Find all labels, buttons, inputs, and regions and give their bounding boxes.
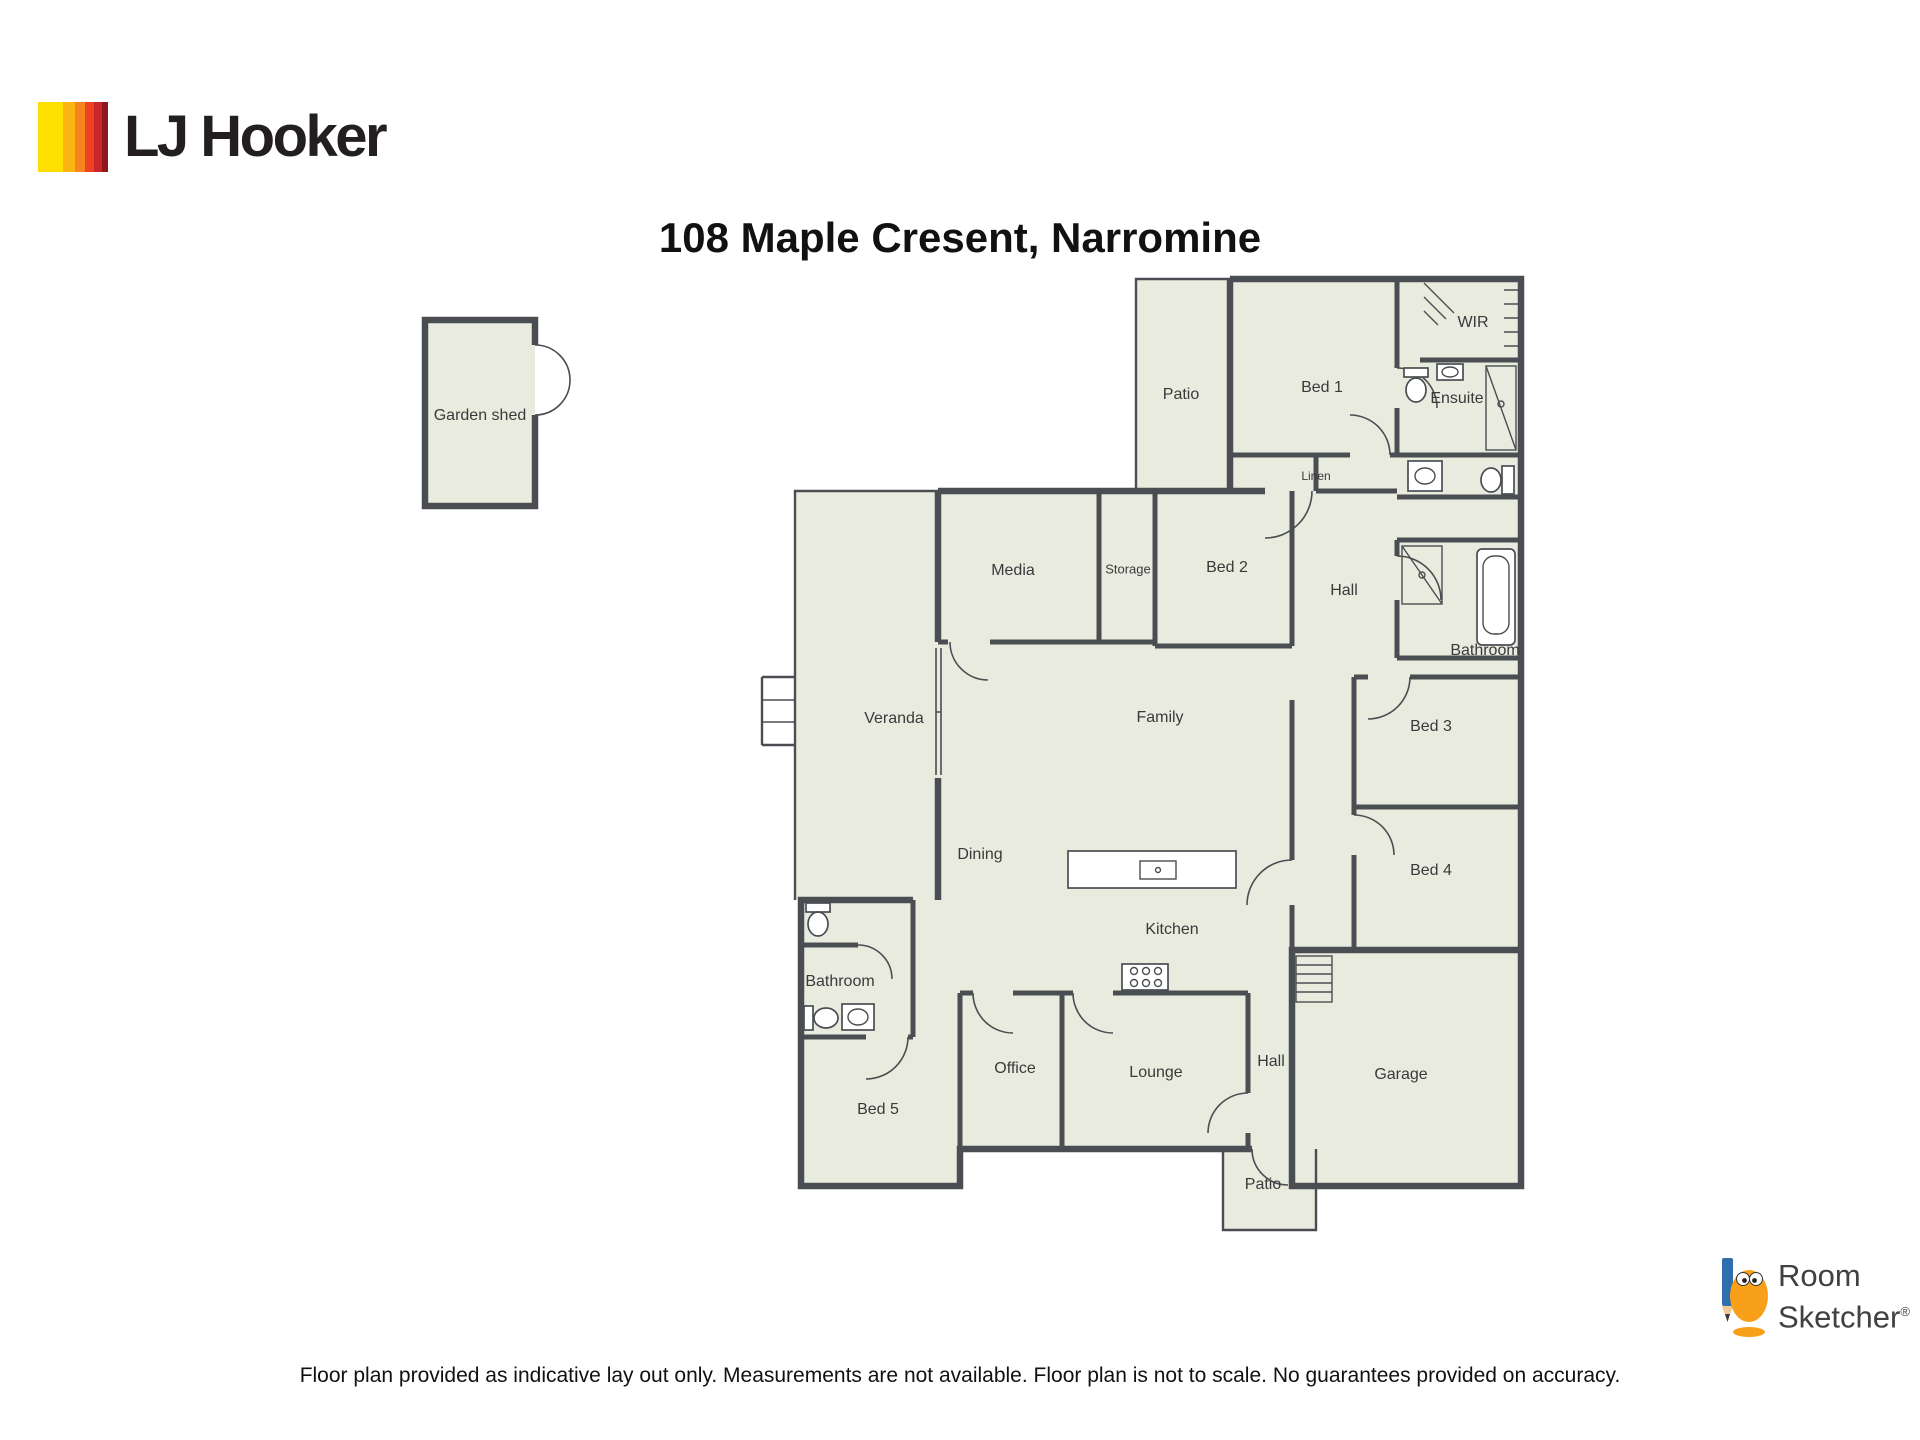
room-label-bed-4: Bed 4	[1410, 862, 1452, 879]
veranda-steps-icon	[762, 699, 795, 723]
room-label-ensuite: Ensuite	[1430, 390, 1483, 407]
ljhooker-logo: LJ Hooker	[38, 102, 388, 172]
registered-mark: ®	[1900, 1304, 1910, 1319]
vanity-sink-icon	[1407, 460, 1443, 492]
bathroom-shower-icon	[1401, 545, 1443, 605]
roomsketcher-mascot-icon	[1722, 1258, 1768, 1337]
room-label-lounge: Lounge	[1129, 1064, 1182, 1081]
room-label-garage: Garage	[1374, 1066, 1427, 1083]
room-label-hall-lower: Hall	[1257, 1053, 1285, 1070]
ensuite-sink-icon	[1436, 363, 1464, 381]
garden-shed-walls	[421, 316, 539, 510]
room-label-storage: Storage	[1105, 561, 1151, 576]
room-label-bed-2: Bed 2	[1206, 559, 1248, 576]
bathroom2-sink-icon	[841, 1003, 875, 1031]
room-label-bathroom-2: Bathroom	[805, 973, 874, 990]
door-swing-arcs	[534, 344, 1442, 1186]
ljhooker-logo-bars-icon	[38, 102, 108, 172]
interior-walls	[801, 279, 1521, 1149]
room-label-garden-shed: Garden shed	[434, 407, 527, 424]
room-label-linen: Linen	[1301, 469, 1330, 483]
room-label-hall-upper: Hall	[1330, 582, 1358, 599]
room-labels: Garden shed Patio Bed 1 WIR Ensuite Line…	[434, 314, 1520, 1193]
room-label-bathroom-main: Bathroom	[1450, 642, 1519, 659]
bathtub-icon	[1476, 548, 1516, 646]
room-label-bed-3: Bed 3	[1410, 718, 1452, 735]
floor-fills	[425, 279, 1521, 1230]
kitchen-island-icon	[1067, 850, 1237, 889]
room-label-patio-top: Patio	[1163, 386, 1200, 403]
stove-icon	[1121, 963, 1169, 991]
page-title: 108 Maple Cresent, Narromine	[658, 214, 1262, 261]
fixtures	[762, 282, 1519, 1031]
roomsketcher-text-line2: Sketcher®	[1778, 1299, 1910, 1335]
sliding-door	[935, 648, 942, 775]
bathroom2-toilet2-icon	[803, 1005, 839, 1031]
room-label-patio-bottom: Patio	[1245, 1176, 1282, 1193]
room-label-dining: Dining	[957, 846, 1002, 863]
room-label-wir: WIR	[1457, 314, 1488, 331]
room-label-bed-1: Bed 1	[1301, 379, 1343, 396]
room-label-bed-5: Bed 5	[857, 1101, 899, 1118]
disclaimer-text: Floor plan provided as indicative lay ou…	[299, 1364, 1621, 1387]
room-label-kitchen: Kitchen	[1145, 921, 1198, 938]
shed-double-door-arcs	[534, 344, 571, 416]
wardrobe-hatching-icon	[1423, 282, 1519, 347]
garage-stairs-icon	[1295, 955, 1333, 1003]
room-label-family: Family	[1136, 709, 1183, 726]
exterior-walls	[421, 275, 1525, 1190]
ljhooker-logo-text: LJ Hooker	[124, 104, 388, 169]
bathroom2-toilet-icon	[805, 902, 831, 937]
outdoor-outlines	[760, 277, 1318, 1232]
roomsketcher-logo-text: Room Sketcher®	[1778, 1258, 1910, 1335]
ensuite-toilet-icon	[1403, 367, 1429, 403]
room-label-media: Media	[991, 562, 1035, 579]
powder-toilet-icon	[1480, 465, 1515, 495]
room-label-veranda: Veranda	[864, 710, 924, 727]
roomsketcher-text-line1: Room	[1778, 1258, 1861, 1293]
roomsketcher-logo: Room Sketcher®	[1716, 1252, 1910, 1338]
ensuite-shower-icon	[1485, 365, 1517, 451]
room-label-office: Office	[994, 1060, 1036, 1077]
